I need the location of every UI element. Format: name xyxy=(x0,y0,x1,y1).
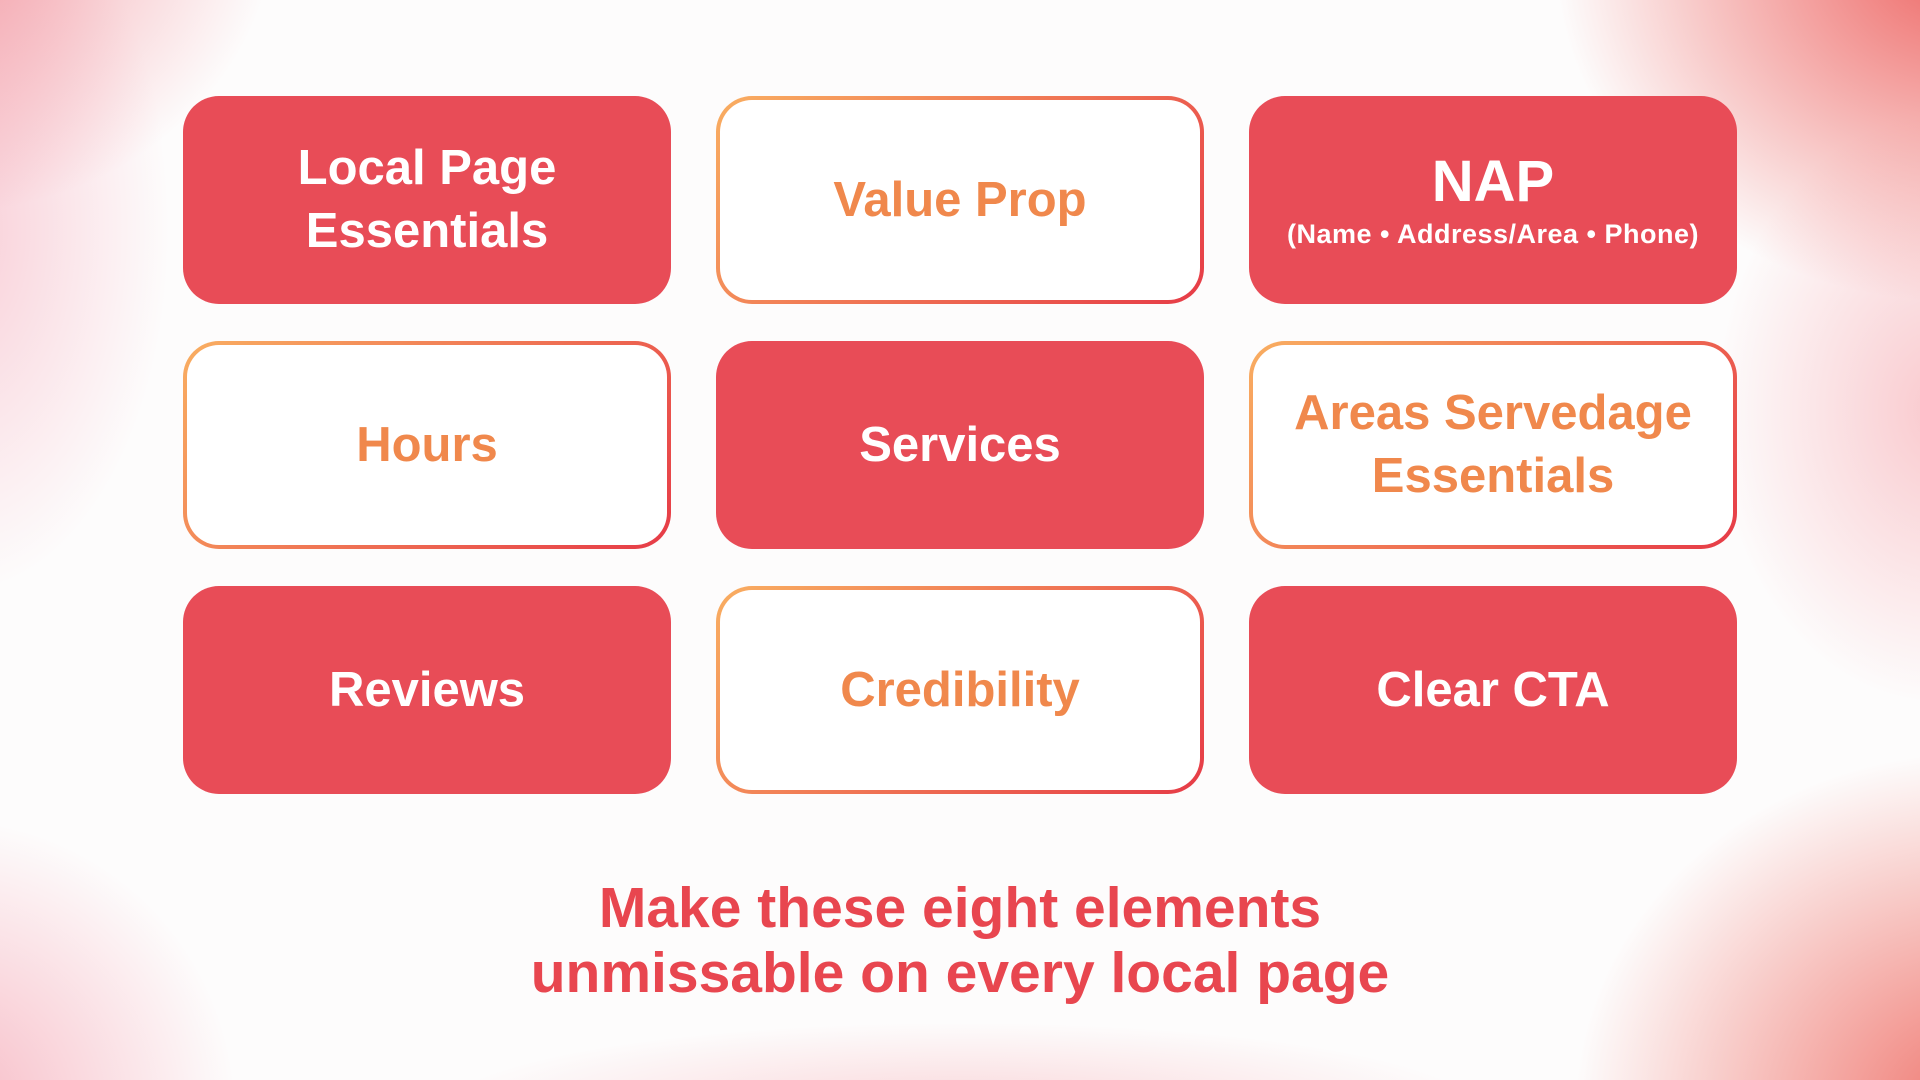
card-label: Value Prop xyxy=(833,172,1087,227)
card-label: Clear CTA xyxy=(1376,662,1610,717)
card-hours: Hours xyxy=(183,341,671,549)
card-inner: Hours xyxy=(187,345,667,545)
card-value-prop: Value Prop xyxy=(716,96,1204,304)
caption-line-1: Make these eight elements xyxy=(598,876,1322,940)
card-label: NAP xyxy=(1431,148,1555,214)
card-label: Services xyxy=(859,417,1061,472)
card-services: Services xyxy=(716,341,1204,549)
card-label: Areas Servedage Essentials xyxy=(1294,386,1692,503)
card-label: Credibility xyxy=(840,662,1080,717)
card-reviews: Reviews xyxy=(183,586,671,794)
card-local-page-essentials: Local Page Essentials xyxy=(183,96,671,304)
card-label: Local Page Essentials xyxy=(297,141,557,258)
caption: Make these eight elements unmissable on … xyxy=(0,876,1920,1006)
card-label: Reviews xyxy=(328,662,526,717)
card-clear-cta: Clear CTA xyxy=(1249,586,1737,794)
card-sublabel: (Name • Address/Area • Phone) xyxy=(1286,219,1699,250)
card-credibility: Credibility xyxy=(716,586,1204,794)
caption-line-2: unmissable on every local page xyxy=(530,940,1390,1005)
card-grid: Local Page Essentials Value Prop NAP (Na… xyxy=(183,96,1737,794)
card-text-group: NAP (Name • Address/Area • Phone) xyxy=(1286,148,1699,251)
card-nap: NAP (Name • Address/Area • Phone) xyxy=(1249,96,1737,304)
card-inner: Value Prop xyxy=(720,100,1200,300)
card-label: Hours xyxy=(356,417,498,472)
card-inner: Areas Servedage Essentials xyxy=(1253,345,1733,545)
card-areas-served: Areas Servedage Essentials xyxy=(1249,341,1737,549)
card-inner: Credibility xyxy=(720,590,1200,790)
